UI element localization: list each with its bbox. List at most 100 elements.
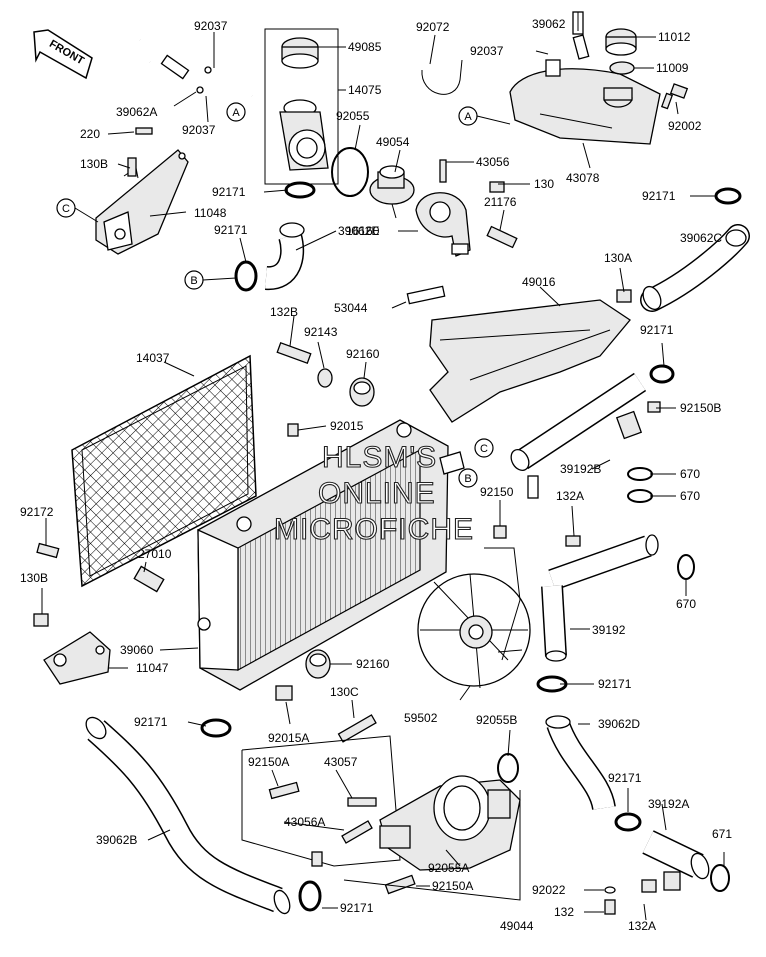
hose-39062B: [85, 716, 291, 915]
part-label-16160-visible: 16160: [346, 224, 380, 238]
clamp-92171-h: [298, 880, 322, 912]
o-ring-92055B: [497, 753, 519, 783]
part-label: 92150A: [432, 879, 473, 893]
part-label: 132: [554, 905, 574, 919]
radiator-39060: [197, 419, 465, 691]
bolt-92172: [36, 542, 60, 559]
o-ring-670-a: [627, 467, 653, 481]
pipe-43057: [347, 797, 377, 807]
part-label: 43056: [476, 155, 510, 169]
watermark-line-1: HLSM'S: [322, 441, 437, 474]
part-label: 92055A: [428, 861, 469, 875]
part-label: 92055: [336, 109, 370, 123]
washer-92022: [604, 886, 616, 894]
part-label: 130: [534, 177, 554, 191]
part-label: 92171: [212, 185, 246, 199]
watermark: HLSM'S ONLINE MICROFICHE: [273, 440, 473, 546]
hose-39062E: [265, 222, 305, 290]
part-label: 92015A: [268, 731, 309, 745]
callout-c-right: C: [474, 438, 494, 458]
part-label: 130A: [604, 251, 632, 265]
part-label: 132A: [628, 919, 656, 933]
watermark-line-2: ONLINE: [318, 477, 436, 510]
part-label: 27010: [138, 547, 172, 561]
part-label: 132A: [556, 489, 584, 503]
sensor-21176: [486, 181, 518, 249]
part-label: 92015: [330, 419, 364, 433]
bolt-92150A-a: [268, 781, 300, 800]
bolt-132B: [276, 341, 312, 365]
o-ring-671: [710, 864, 730, 892]
part-label: 92143: [304, 325, 338, 339]
part-label: 92150A: [248, 755, 289, 769]
shroud-49016: [406, 285, 631, 423]
part-label: 92171: [640, 323, 674, 337]
svg-text:C: C: [62, 203, 70, 215]
part-label: 11048: [194, 206, 227, 220]
part-label: 130B: [80, 157, 108, 171]
part-label: 92171: [598, 677, 632, 691]
o-ring-670-b: [627, 489, 653, 503]
part-label: 39062C: [680, 231, 722, 245]
part-label: 43057: [324, 755, 358, 769]
part-label: 14037: [136, 351, 170, 365]
part-label: 130B: [20, 571, 48, 585]
svg-text:A: A: [464, 111, 472, 123]
part-label: 92072: [416, 20, 450, 34]
svg-text:B: B: [190, 275, 197, 287]
collar-92143: [317, 368, 333, 388]
front-arrow: FRONT: [33, 29, 93, 80]
part-label: 670: [676, 597, 696, 611]
part-label: 49044: [500, 919, 534, 933]
part-label: 670: [680, 467, 700, 481]
part-label: 92160: [346, 347, 380, 361]
bolt-132A-bottom: [641, 879, 657, 893]
tank-cap-11012: [605, 28, 637, 56]
part-label: 220: [80, 127, 100, 141]
callout-a-right: A: [458, 106, 511, 126]
part-label: 92171: [134, 715, 168, 729]
svg-text:A: A: [232, 107, 240, 119]
clamp-92171-d: [649, 364, 675, 384]
clamp-92171-f: [200, 718, 232, 738]
svg-text:C: C: [480, 443, 488, 455]
o-ring-92055: [331, 147, 369, 197]
part-label: 11009: [656, 61, 689, 75]
part-label: 92002: [668, 119, 702, 133]
part-label: 92150B: [680, 401, 721, 415]
part-label: 39062A: [116, 105, 157, 119]
grommet-92160-bottom: [305, 649, 331, 679]
part-label: 53044: [334, 301, 368, 315]
part-label: 92171: [608, 771, 642, 785]
bolt-92150B: [647, 401, 661, 413]
clamp-92171-g: [614, 812, 642, 832]
part-label: 39192: [592, 623, 626, 637]
bolt-92002: [660, 83, 689, 110]
part-label: 92037: [182, 123, 216, 137]
bolt-132A-mid: [565, 535, 581, 547]
part-label: 49085: [348, 40, 382, 54]
part-label: 43056A: [284, 815, 325, 829]
part-label: 92171: [642, 189, 676, 203]
part-label: 39060: [120, 643, 154, 657]
leader-lines: [41, 12, 725, 921]
part-label: 39062B: [96, 833, 137, 847]
bolt-130B-bottom: [33, 613, 49, 627]
part-label: 43078: [566, 171, 600, 185]
part-label: 39192A: [648, 797, 689, 811]
bolt-130C: [337, 714, 377, 743]
part-labels: 92037 39062A 92037 220 130B 11048 49085 …: [20, 17, 732, 933]
part-label: 92022: [532, 883, 566, 897]
part-label: 92171: [214, 223, 248, 237]
pipe-43056A: [311, 820, 373, 867]
part-label: 92172: [20, 505, 54, 519]
switch-27010: [133, 565, 165, 593]
seal-11009: [609, 61, 635, 75]
part-label: 11012: [658, 30, 691, 44]
grommet-92160-top: [349, 377, 375, 407]
bracket-11047: [43, 631, 111, 685]
bolt-92150A-b: [384, 874, 416, 895]
part-label: 92150: [480, 485, 514, 499]
pipe-39192: [541, 534, 659, 662]
hose-39062C: [640, 224, 750, 312]
